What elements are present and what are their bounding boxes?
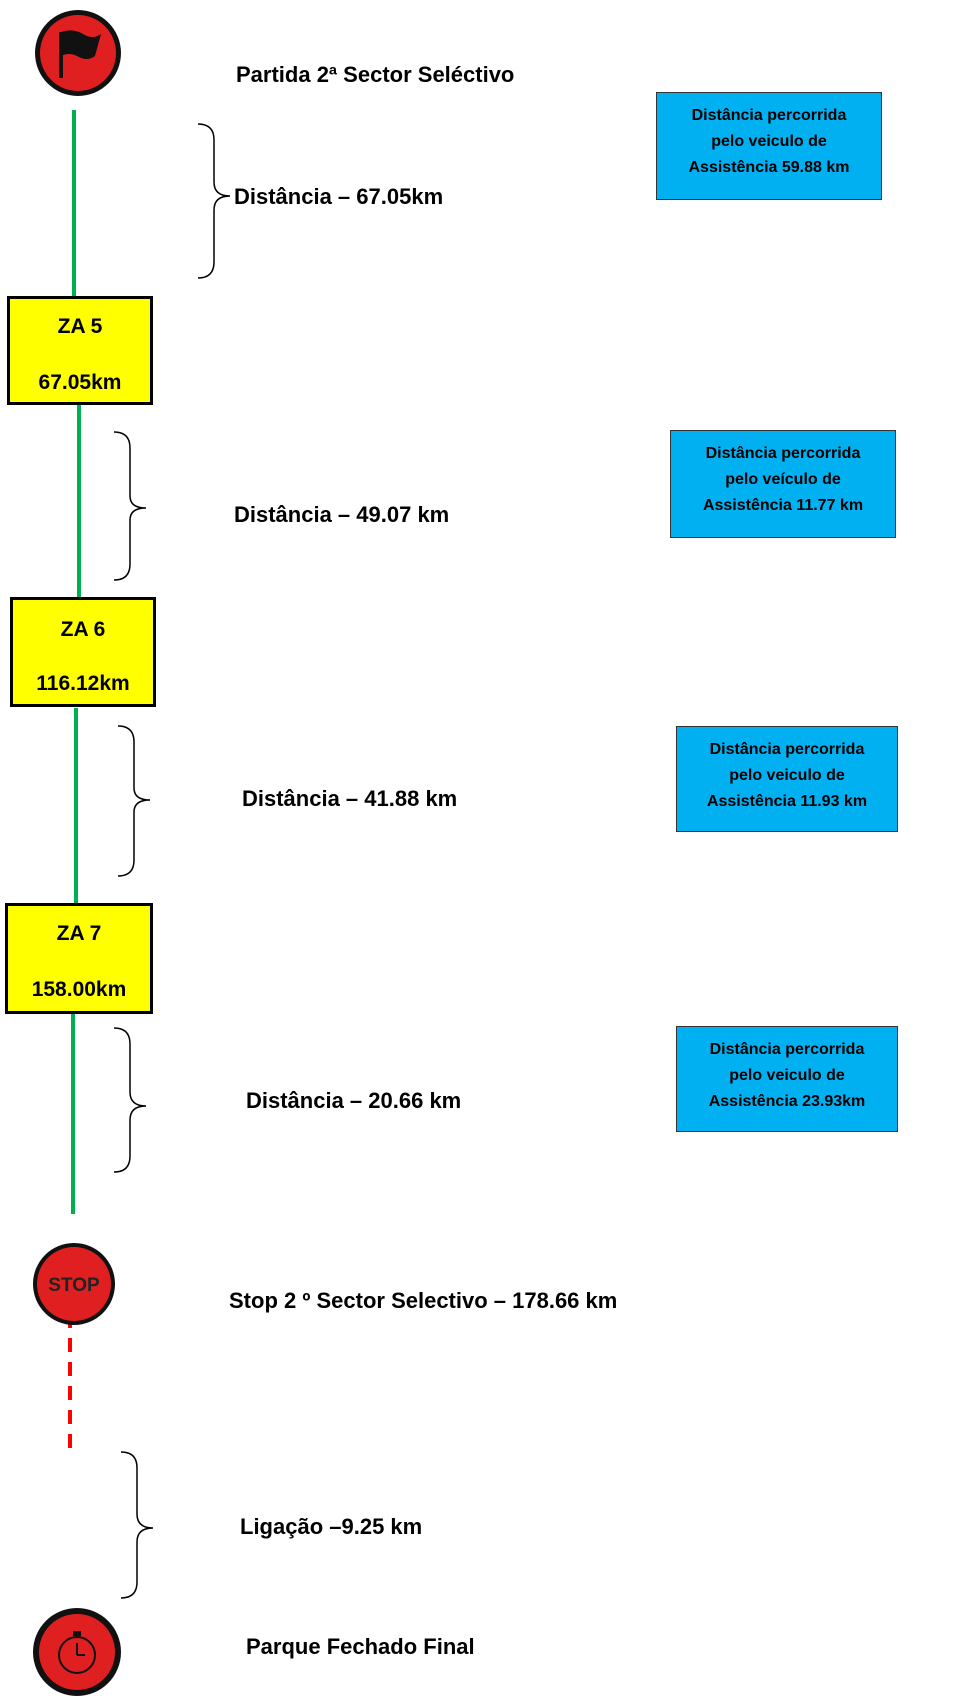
- segment-distance-1: Distância – 67.05km: [234, 184, 444, 209]
- brace-4: [113, 1027, 147, 1173]
- zone-box-za5: ZA 5 67.05km: [7, 296, 153, 405]
- zone-box-za7: ZA 7 158.00km: [5, 903, 153, 1014]
- stopwatch-icon: [32, 1606, 122, 1698]
- zone-name: ZA 6: [60, 618, 106, 641]
- zone-name: ZA 5: [57, 315, 103, 338]
- brace-1: [197, 123, 231, 279]
- assist-line: pelo veículo de: [725, 471, 841, 488]
- start-label: Partida 2ª Sector Seléctivo: [236, 62, 515, 87]
- assist-line: Assistência 23.93km: [708, 1093, 866, 1110]
- assist-line: Assistência 59.88 km: [688, 159, 850, 176]
- assist-box-4: Distância percorrida pelo veiculo de Ass…: [676, 1026, 898, 1132]
- assist-line: Distância percorrida: [705, 445, 861, 462]
- assist-line: Distância percorrida: [691, 107, 847, 124]
- assist-line: pelo veiculo de: [729, 767, 845, 784]
- stop-label: Stop 2 º Sector Selectivo – 178.66 km: [229, 1288, 618, 1313]
- zone-km: 158.00km: [31, 978, 127, 1001]
- link-label: Ligação –9.25 km: [240, 1514, 423, 1539]
- finish-label: Parque Fechado Final: [246, 1634, 475, 1659]
- zone-name: ZA 7: [56, 922, 102, 945]
- stop-icon: STOP: [31, 1241, 117, 1327]
- assist-box-3: Distância percorrida pelo veiculo de Ass…: [676, 726, 898, 832]
- assist-line: pelo veiculo de: [729, 1067, 845, 1084]
- assist-line: pelo veiculo de: [711, 133, 827, 150]
- zone-box-za6: ZA 6 116.12km: [10, 597, 156, 707]
- assist-line: Assistência 11.77 km: [702, 497, 864, 514]
- stop-icon-text: STOP: [48, 1275, 100, 1296]
- assist-box-2: Distância percorrida pelo veículo de Ass…: [670, 430, 896, 538]
- zone-km: 67.05km: [38, 371, 122, 394]
- assist-line: Distância percorrida: [709, 741, 865, 758]
- assist-box-1: Distância percorrida pelo veiculo de Ass…: [656, 92, 882, 200]
- segment-distance-2: Distância – 49.07 km: [234, 502, 450, 527]
- zone-km: 116.12km: [36, 672, 130, 695]
- assist-line: Distância percorrida: [709, 1041, 865, 1058]
- brace-3: [117, 725, 151, 877]
- brace-5: [120, 1451, 154, 1599]
- segment-distance-4: Distância – 20.66 km: [246, 1088, 462, 1113]
- segment-distance-3: Distância – 41.88 km: [242, 786, 458, 811]
- flag-icon: [33, 8, 123, 98]
- assist-line: Assistência 11.93 km: [706, 793, 868, 810]
- brace-2: [113, 431, 147, 581]
